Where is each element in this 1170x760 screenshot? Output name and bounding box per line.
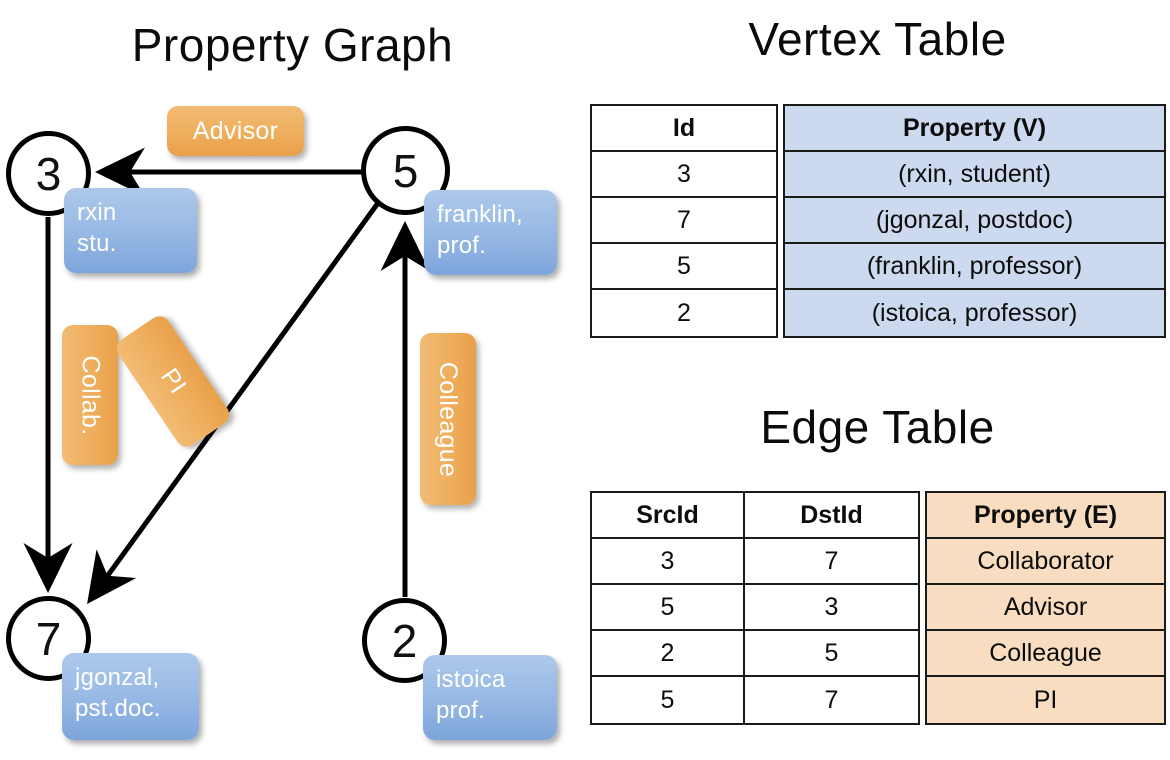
vertex-property-box-5-line1: franklin, — [437, 201, 523, 228]
vertex-property-box-3: rxin stu. — [64, 188, 197, 273]
table-cell: 7 — [824, 685, 839, 714]
edge-label-collab: Collab. — [62, 325, 118, 465]
edge-table-col-property: Property (E) Collaborator Advisor Collea… — [925, 491, 1166, 725]
edge-label-collab-text: Collab. — [76, 355, 105, 435]
vertex-property-box-2-line1: istoica — [436, 666, 506, 693]
edge-table-col-srcid: SrcId 3 5 2 5 — [590, 491, 745, 725]
graph-node-2[interactable]: 2 — [362, 598, 447, 683]
edge-5-to-7 — [87, 201, 381, 605]
table-cell: Advisor — [927, 585, 1164, 631]
table-cell: (istoica, professor) — [785, 290, 1164, 336]
graph-node-5-label: 5 — [392, 144, 419, 197]
vertex-table-title: Vertex Table — [748, 13, 1007, 65]
edge-table-title: Edge Table — [760, 401, 995, 453]
table-cell: (jgonzal, postdoc) — [785, 198, 1164, 244]
vertex-property-box-7: jgonzal, pst.doc. — [62, 653, 199, 740]
vertex-table-col-id: Id 3 7 5 2 — [590, 104, 778, 338]
property-graph-title: Property Graph — [131, 19, 454, 71]
table-cell: 5 — [745, 631, 918, 677]
edge-table: SrcId 3 5 2 5 DstId 7 3 5 7 Property (E)… — [590, 491, 1166, 756]
table-cell: 3 — [745, 585, 918, 631]
edge-table-col-dstid: DstId 7 3 5 7 — [743, 491, 920, 725]
graph-node-7-label: 7 — [35, 612, 62, 665]
graph-node-2-label: 2 — [391, 614, 418, 667]
table-cell: 5 — [660, 685, 675, 714]
vertex-table-header-id: Id — [592, 106, 776, 152]
edge-label-pi-text: PI — [155, 363, 192, 400]
edge-label-colleague: Colleague — [420, 333, 476, 505]
edge-table-header-srcid: SrcId — [592, 493, 743, 539]
edge-table-header-dstid: DstId — [745, 493, 918, 539]
table-cell: (rxin, student) — [785, 152, 1164, 198]
edge-label-advisor: Advisor — [167, 106, 304, 156]
table-cell: 7 — [745, 539, 918, 585]
vertex-property-box-3-line2: stu. — [77, 229, 117, 257]
graph-node-5[interactable]: 5 — [361, 126, 450, 215]
property-graph-diagram: 3 5 7 2 rxin stu. franklin, prof. jgonza… — [6, 106, 557, 740]
edge-table-header-property: Property (E) — [927, 493, 1164, 539]
vertex-property-box-2: istoica prof. — [423, 655, 557, 740]
table-cell: Colleague — [927, 631, 1164, 677]
vertex-property-box-7-line2: pst.doc. — [75, 694, 161, 722]
table-cell: 3 — [592, 539, 743, 585]
table-cell: 7 — [592, 198, 776, 244]
vertex-property-box-3-line1: rxin — [77, 199, 117, 226]
table-cell: 5 — [592, 244, 776, 290]
table-cell: 2 — [592, 631, 743, 677]
vertex-property-box-5-line2: prof. — [437, 231, 487, 259]
vertex-table-col-property: Property (V) (rxin, student) (jgonzal, p… — [783, 104, 1166, 338]
edge-label-colleague-text: Colleague — [434, 361, 463, 477]
graph-edges-svg — [23, 147, 430, 605]
vertex-table-header-property: Property (V) — [785, 106, 1164, 152]
vertex-property-box-5: franklin, prof. — [424, 190, 557, 275]
vertex-property-box-2-line2: prof. — [436, 696, 486, 724]
graph-node-3-label: 3 — [35, 147, 62, 200]
vertex-table: Id 3 7 5 2 Property (V) (rxin, student) … — [590, 104, 1166, 374]
table-cell: 5 — [592, 585, 743, 631]
table-cell: PI — [927, 677, 1164, 723]
table-cell: 3 — [592, 152, 776, 198]
table-cell: 2 — [677, 298, 691, 327]
vertex-property-box-7-line1: jgonzal, — [75, 664, 160, 691]
table-cell: Collaborator — [927, 539, 1164, 585]
edge-label-advisor-text: Advisor — [192, 116, 279, 145]
table-cell: (franklin, professor) — [785, 244, 1164, 290]
